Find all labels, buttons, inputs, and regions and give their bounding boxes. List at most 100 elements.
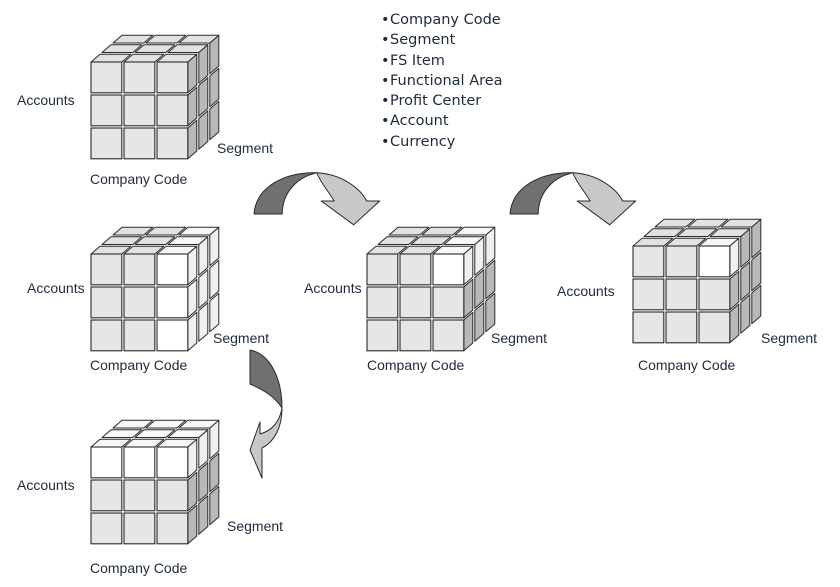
cell-right-face	[198, 495, 209, 535]
cell-front-face	[90, 479, 123, 512]
cell-top-face	[112, 419, 154, 429]
cube-cell-highlighted	[101, 429, 143, 438]
axis-label-segment: Segment	[227, 518, 283, 534]
cell-front-face	[632, 311, 665, 344]
cube-cell-highlighted	[198, 269, 209, 309]
cell-right-face	[209, 259, 220, 300]
dimension-item: •Currency	[381, 132, 503, 152]
axis-label-accounts: Accounts	[17, 92, 75, 108]
cube-cell	[676, 228, 718, 237]
cell-top-face	[388, 226, 430, 236]
bullet-icon: •	[381, 52, 390, 69]
cell-front-face	[366, 319, 399, 352]
cell-right-face	[209, 452, 220, 493]
dimension-item: •Company Code	[381, 10, 503, 30]
cell-top-face	[167, 44, 209, 53]
cube-cell	[198, 495, 209, 535]
cell-front-face	[665, 311, 698, 344]
cell-top-face	[643, 228, 685, 237]
axis-label-accounts: Accounts	[27, 280, 85, 296]
cell-top-face	[709, 228, 751, 237]
cube-cell	[485, 292, 496, 333]
cell-right-face	[729, 270, 740, 311]
cell-front-face	[156, 94, 189, 127]
arrow-head	[316, 172, 381, 226]
cube-cell	[145, 34, 187, 44]
cell-top-face	[112, 226, 154, 236]
cell-front-face	[123, 512, 156, 545]
cube-cell-highlighted	[123, 438, 165, 479]
cube-cell	[209, 485, 220, 526]
axis-label-segment: Segment	[217, 140, 273, 156]
cell-top-face	[101, 236, 143, 245]
cell-top-face	[112, 34, 154, 44]
cube-cell-highlighted	[134, 429, 176, 438]
cube-cell	[123, 319, 156, 352]
cell-front-face	[123, 479, 156, 512]
arrows-layer	[249, 172, 637, 479]
bullet-icon: •	[381, 72, 390, 89]
cube-cell	[123, 245, 165, 286]
cell-front-face	[665, 278, 698, 311]
cell-top-face	[167, 429, 209, 438]
axis-label-company-code: Company Code	[90, 560, 187, 576]
axis-label-company-code: Company Code	[90, 357, 187, 373]
dimension-item: •FS Item	[381, 51, 503, 71]
cube-cell	[90, 286, 123, 319]
cube-cell	[432, 278, 474, 319]
axis-label-company-code: Company Code	[367, 357, 464, 373]
cube-cell	[156, 119, 198, 160]
cell-front-face	[90, 253, 123, 286]
cell-right-face	[740, 261, 751, 301]
cube-cell	[698, 303, 740, 344]
cube-cell	[156, 86, 198, 127]
cube-cell	[134, 44, 176, 53]
cell-front-face	[698, 278, 731, 311]
transition-arrow-right	[509, 172, 637, 226]
cell-top-face	[145, 226, 187, 236]
cell-front-face	[90, 61, 123, 94]
cube-cell	[687, 218, 729, 228]
cube-cell	[632, 278, 665, 311]
cell-right-face	[209, 100, 220, 141]
dimension-list: •Company Code •Segment •FS Item •Functio…	[381, 10, 503, 152]
cell-top-face	[178, 34, 220, 44]
axis-label-segment: Segment	[761, 330, 817, 346]
cell-top-face	[134, 44, 176, 53]
cell-right-face	[198, 77, 209, 117]
cube-cell	[740, 294, 751, 334]
cell-right-face	[198, 110, 209, 150]
cube-cell	[399, 245, 441, 286]
cell-right-face	[751, 251, 762, 292]
cell-right-face	[187, 119, 198, 160]
cell-top-face	[178, 419, 220, 429]
dimension-item: •Functional Area	[381, 71, 503, 91]
cube-cell	[665, 278, 698, 311]
cell-front-face	[90, 512, 123, 545]
cell-front-face	[123, 127, 156, 160]
cube-cell	[167, 44, 209, 84]
cell-top-face	[134, 429, 176, 438]
cell-top-face	[443, 236, 485, 245]
transition-arrow-down	[249, 349, 283, 479]
axis-label-company-code: Company Code	[90, 171, 187, 187]
cube-cell	[740, 261, 751, 301]
axis-label-segment: Segment	[213, 330, 269, 346]
cube-cell	[123, 286, 156, 319]
cell-right-face	[485, 292, 496, 333]
cube-cell-highlighted	[209, 259, 220, 300]
cell-front-face	[432, 253, 465, 286]
cell-front-face	[156, 286, 189, 319]
cell-top-face	[687, 218, 729, 228]
cell-front-face	[698, 245, 731, 278]
bullet-icon: •	[381, 12, 390, 28]
cube-cell	[485, 259, 496, 300]
cube-cell	[399, 319, 432, 352]
cell-front-face	[156, 479, 189, 512]
cube-cell	[178, 34, 220, 75]
cell-front-face	[123, 94, 156, 127]
cell-top-face	[145, 419, 187, 429]
